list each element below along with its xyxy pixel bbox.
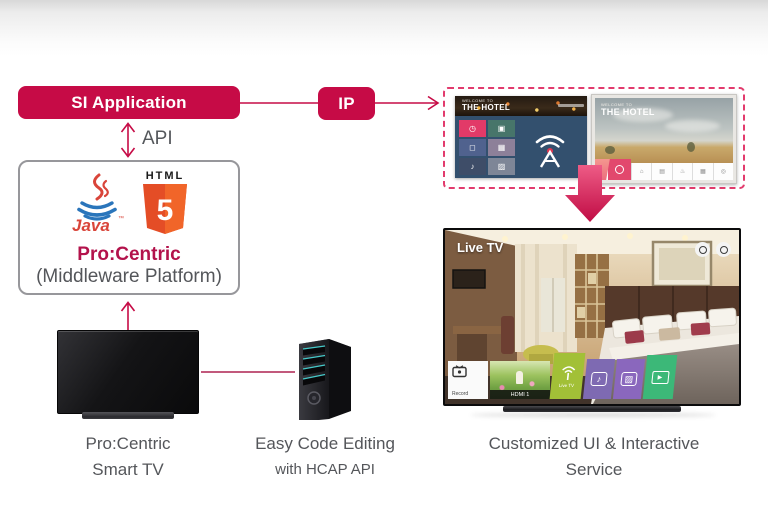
launcher-tile-photo — [612, 359, 646, 399]
launcher-tile-hdmi: HDMI 1 — [490, 361, 550, 399]
launcher-tile — [712, 163, 733, 180]
girl-figure — [516, 371, 523, 384]
code-editing-caption: Easy Code Editing with HCAP API — [230, 431, 420, 483]
apps-icon — [498, 143, 506, 152]
record-tile-label: Record — [452, 391, 469, 397]
music-icon — [471, 162, 475, 171]
smart-tv-caption-line2: Smart TV — [92, 460, 164, 479]
menu-tile — [488, 158, 515, 175]
camera-icon — [498, 124, 506, 133]
middleware-subtitle: (Middleware Platform) — [36, 266, 222, 287]
procentric-title: Pro:Centric — [77, 244, 181, 265]
top-gradient-band — [0, 0, 768, 56]
big-tv-shadow — [470, 413, 716, 417]
live-tv-label: Live TV — [457, 240, 504, 255]
hdmi-tile-label: HDMI 1 — [490, 390, 550, 399]
launcher-tile — [631, 163, 651, 180]
launcher-tile-music — [582, 359, 616, 399]
tv-icon — [469, 143, 476, 152]
hotel-menu-tiles — [459, 120, 517, 175]
antenna-icon — [561, 365, 575, 380]
service-caption: Customized UI & Interactive Service — [448, 431, 740, 483]
landscape-photo: WELCOME TO THE HOTEL — [595, 98, 733, 180]
music-note-icon — [596, 374, 602, 384]
welcome-small-text: WELCOME TO — [601, 102, 633, 107]
menu-tile — [459, 158, 486, 175]
server-tower-icon — [293, 332, 357, 422]
java-logo: Java ™ — [66, 172, 128, 236]
java-trademark: ™ — [118, 216, 124, 222]
service-caption-line2: Service — [565, 460, 623, 479]
smart-tv-caption: Pro:Centric Smart TV — [33, 431, 223, 483]
launcher-tile-live-tv: Live TV — [549, 353, 586, 399]
menu-tile — [488, 139, 515, 156]
smart-tv-caption-line1: Pro:Centric — [85, 434, 171, 453]
middleware-platform-box: Java ™ HTML 5 Pro:Centric (Middleware Pl… — [18, 160, 240, 295]
wifi-antenna-icon — [527, 128, 573, 173]
menu-tile — [488, 120, 515, 137]
ring-icon — [615, 165, 624, 174]
html5-logo-number: 5 — [157, 194, 174, 227]
clock-icon — [469, 124, 476, 133]
food-icon — [680, 168, 685, 175]
si-application-node: SI Application — [18, 86, 240, 119]
java-logo-label: Java — [72, 216, 110, 235]
down-arrow — [560, 165, 620, 228]
ip-node: IP — [318, 87, 375, 120]
service-caption-line1: Customized UI & Interactive — [488, 434, 700, 453]
apps-icon — [700, 168, 706, 175]
photo-icon — [624, 374, 634, 385]
target-icon — [721, 168, 726, 175]
tv-launcher-bar: Record HDMI 1 Live TV — [448, 353, 678, 399]
api-label: API — [142, 128, 173, 149]
big-tv-stand — [503, 406, 681, 412]
screen-option-icon — [716, 242, 731, 257]
launcher-tile — [651, 163, 671, 180]
procentric-smart-tv-image — [57, 330, 199, 414]
live-tv-tile-label: Live TV — [558, 382, 575, 388]
home-icon — [640, 169, 644, 175]
hotel-header-photo: WELCOME TO THE HOTEL — [455, 96, 587, 116]
tv-play-icon — [657, 374, 662, 381]
record-tv-icon — [452, 365, 467, 378]
html5-logo-label: HTML — [145, 170, 185, 182]
screen-option-icon — [695, 242, 710, 257]
grid-icon — [659, 168, 665, 175]
hotel-room-photo: Live TV Record HDMI 1 — [445, 230, 739, 404]
hotel-name-text: THE HOTEL — [601, 107, 655, 117]
hotel-ui-screenshot-left: WELCOME TO THE HOTEL — [455, 96, 587, 178]
hotel-ui-screenshot-right: WELCOME TO THE HOTEL — [591, 94, 737, 184]
code-editing-caption-line2: with HCAP API — [275, 461, 375, 478]
launcher-tile-tv — [642, 355, 678, 399]
hotel-launcher-bar — [595, 159, 733, 180]
launcher-tile-record: Record — [448, 361, 488, 399]
code-editing-caption-line1: Easy Code Editing — [255, 434, 395, 453]
html5-logo: HTML 5 — [138, 170, 192, 236]
customized-ui-tv: Live TV Record HDMI 1 — [443, 228, 741, 406]
welcome-small-text: WELCOME TO — [462, 98, 494, 103]
menu-tile — [459, 120, 486, 137]
launcher-tile — [692, 163, 712, 180]
photo-icon — [498, 162, 506, 171]
header-meta-text — [558, 104, 584, 107]
smart-tv-stand — [82, 412, 174, 419]
launcher-tile-selected — [608, 159, 631, 180]
hotel-name-text: THE HOTEL — [462, 103, 511, 112]
menu-tile — [459, 139, 486, 156]
launcher-tile — [671, 163, 692, 180]
